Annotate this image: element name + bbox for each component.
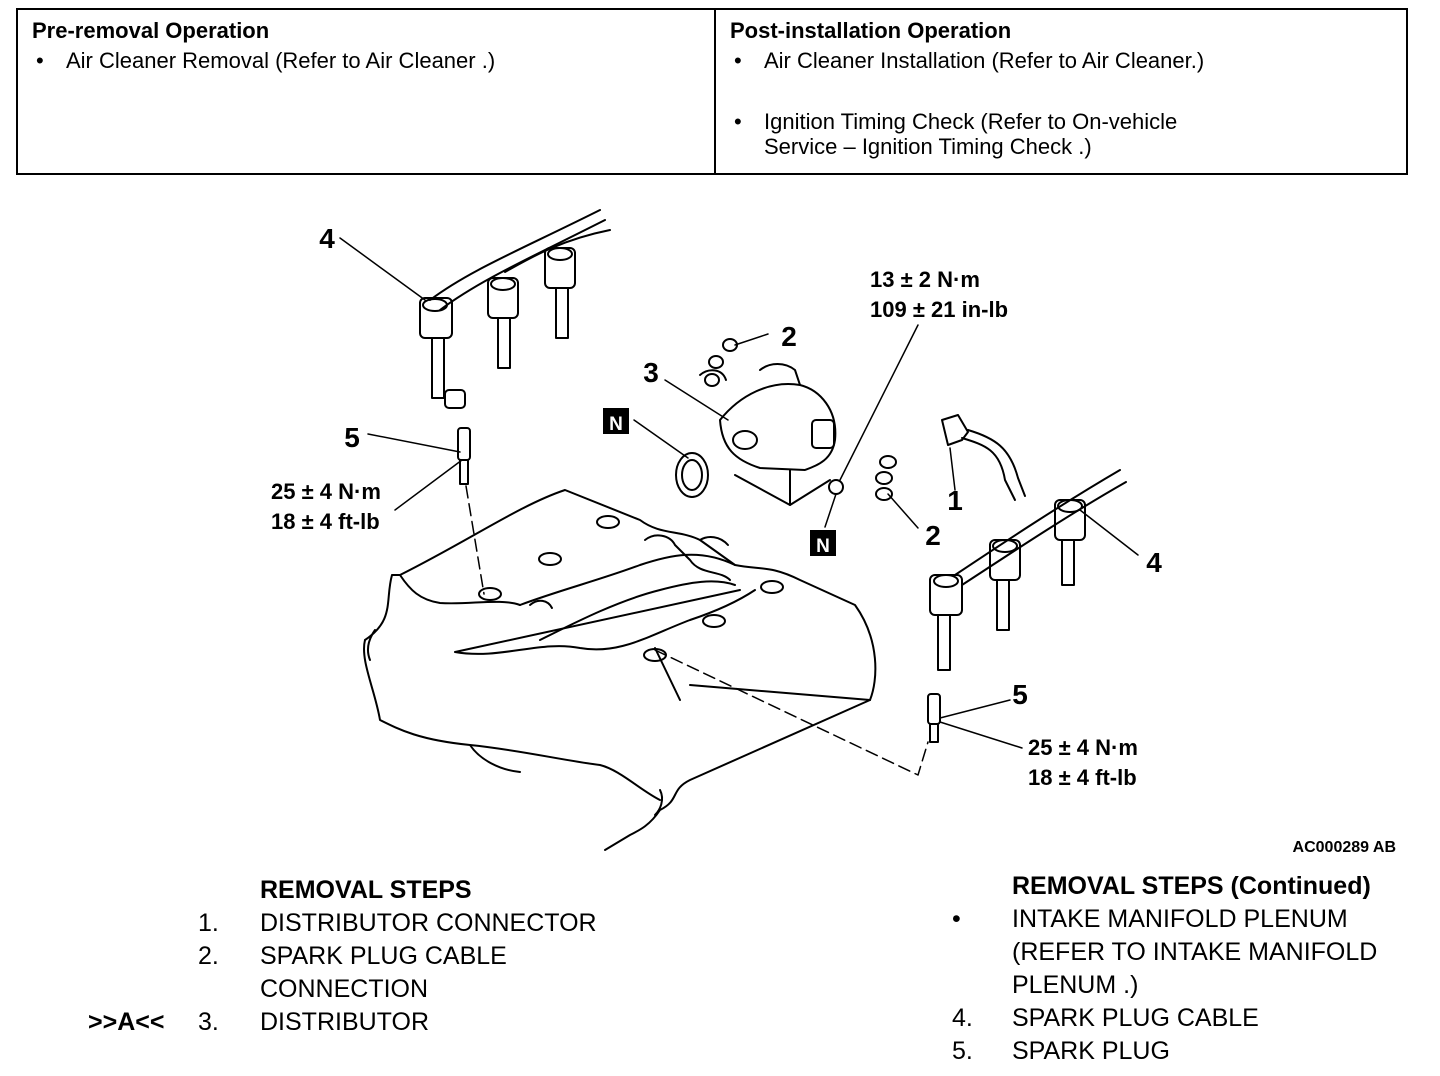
step-text: DISTRIBUTOR (260, 1008, 429, 1036)
bullet-icon: • (36, 48, 44, 73)
list-item-continuation: CONNECTION (80, 973, 680, 1006)
install-line-drawing (465, 485, 929, 776)
operations-table: Pre-removal Operation • Air Cleaner Remo… (16, 8, 1408, 175)
removal-steps-heading-row: REMOVAL STEPS (80, 874, 680, 907)
callout-plug-left: 5 (344, 422, 360, 453)
step-text: INTAKE MANIFOLD PLENUM (1012, 905, 1348, 933)
pre-removal-heading: Pre-removal Operation (32, 18, 270, 43)
list-item: • INTAKE MANIFOLD PLENUM (940, 903, 1430, 936)
bullet-icon: • (952, 905, 961, 933)
list-item: 1. DISTRIBUTOR CONNECTOR (80, 907, 680, 940)
figure-code: AC000289 AB (1293, 839, 1396, 856)
step-text: PLENUM .) (1012, 971, 1139, 999)
removal-steps-heading: REMOVAL STEPS (260, 876, 472, 904)
torque-distributor-imperial: 109 ± 21 in-lb (870, 297, 1008, 322)
n-badge-top-icon (603, 408, 629, 434)
post-installation-item-text: Air Cleaner Installation (Refer to Air C… (764, 48, 1205, 73)
post-installation-item: • Air Cleaner Installation (Refer to Air… (730, 48, 1392, 73)
step-text: SPARK PLUG (1012, 1037, 1170, 1065)
callout-connector: 1 (947, 485, 963, 516)
callout-plug-right: 5 (1012, 679, 1028, 710)
removal-steps-continued-heading: REMOVAL STEPS (Continued) (1012, 872, 1371, 900)
bullet-icon: • (734, 48, 742, 73)
post-installation-column: Post-installation Operation • Air Cleane… (716, 10, 1406, 173)
step-text: DISTRIBUTOR CONNECTOR (260, 909, 597, 937)
callout-connection-top: 2 (781, 321, 797, 352)
torque-plug-right-metric: 25 ± 4 N·m (1028, 735, 1138, 760)
list-item: 5. SPARK PLUG (940, 1035, 1430, 1068)
callout-distributor: 3 (643, 357, 659, 388)
torque-plug-left-imperial: 18 ± 4 ft-lb (271, 509, 380, 534)
removal-steps: REMOVAL STEPS 1. DISTRIBUTOR CONNECTOR 2… (80, 874, 680, 1039)
pre-removal-item-text: Air Cleaner Removal (Refer to Air Cleane… (66, 48, 496, 73)
step-number: 4. (952, 1004, 973, 1032)
distributor-connector-drawing (941, 414, 1026, 501)
list-item-continuation: PLENUM .) (940, 969, 1430, 1002)
callout-cable-right: 4 (1146, 547, 1162, 578)
post-installation-heading: Post-installation Operation (730, 18, 1012, 43)
torque-plug-right-imperial: 18 ± 4 ft-lb (1028, 765, 1137, 790)
list-item: 4. SPARK PLUG CABLE (940, 1002, 1430, 1035)
step-text: SPARK PLUG CABLE (1012, 1004, 1259, 1032)
step-number: 3. (198, 1008, 219, 1036)
exploded-diagram: 4 2 3 5 1 2 4 5 N N 13 ± 2 N·m 109 ± 21 … (0, 180, 1440, 860)
removal-steps-continued-heading-row: REMOVAL STEPS (Continued) (940, 870, 1430, 903)
removal-steps-continued: REMOVAL STEPS (Continued) • INTAKE MANIF… (940, 870, 1430, 1068)
step-number: 2. (198, 942, 219, 970)
pre-removal-item: • Air Cleaner Removal (Refer to Air Clea… (32, 48, 700, 73)
spark-plug-cable-left-drawing (419, 209, 611, 409)
engine-block-drawing (363, 489, 877, 851)
torque-distributor-metric: 13 ± 2 N·m (870, 267, 980, 292)
distributor-drawing (675, 363, 844, 506)
step-text: (REFER TO INTAKE MANIFOLD (1012, 938, 1378, 966)
list-item: >>A<< 3. DISTRIBUTOR (80, 1006, 680, 1039)
step-text: CONNECTION (260, 975, 429, 1003)
bullet-icon: • (734, 109, 742, 134)
list-item-continuation: (REFER TO INTAKE MANIFOLD (940, 936, 1430, 969)
post-installation-item: • Ignition Timing Check (Refer to On-veh… (730, 109, 1392, 159)
spark-plug-right-drawing (927, 693, 941, 743)
cable-clip-drawing (699, 338, 897, 501)
post-installation-item-text: Service – Ignition Timing Check .) (764, 134, 1092, 159)
torque-plug-left-metric: 25 ± 4 N·m (271, 479, 381, 504)
spark-plug-left-drawing (457, 427, 471, 485)
leader-lines-drawing (339, 237, 1139, 749)
service-point-tag: >>A<< (88, 1008, 165, 1036)
list-item: 2. SPARK PLUG CABLE (80, 940, 680, 973)
step-text: SPARK PLUG CABLE (260, 942, 507, 970)
callout-connection-bottom: 2 (925, 520, 941, 551)
step-number: 5. (952, 1037, 973, 1065)
callout-cable-left: 4 (319, 223, 335, 254)
n-badge-top-label: N (609, 414, 623, 435)
pre-removal-column: Pre-removal Operation • Air Cleaner Remo… (18, 10, 716, 173)
n-badge-bottom-label: N (816, 536, 830, 557)
post-installation-item-text: Ignition Timing Check (Refer to On-vehic… (764, 109, 1178, 134)
n-badge-bottom-icon (810, 530, 836, 556)
step-number: 1. (198, 909, 219, 937)
spark-plug-cable-right-drawing (929, 469, 1127, 671)
